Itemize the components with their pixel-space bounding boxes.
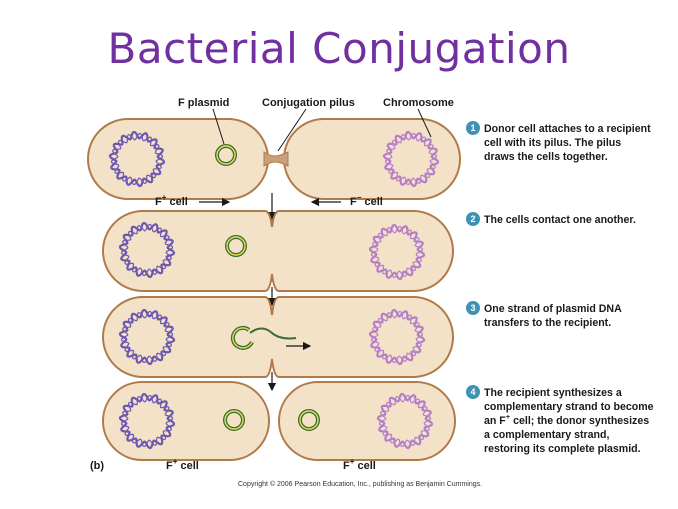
f-plasmid-donor-4 <box>223 409 245 431</box>
slide-title: Bacterial Conjugation <box>107 24 571 73</box>
svg-text:F− cell: F− cell <box>350 193 383 208</box>
f-plus-label-top: F+ cell <box>155 193 188 208</box>
f-plus-label-bottom: F+ cell <box>166 457 199 472</box>
step-1: 1 Donor cell attaches to a recipient cel… <box>466 121 651 163</box>
step-2-badge <box>466 212 480 226</box>
row-1-cells <box>87 118 461 200</box>
step-4: 4 The recipient synthesizes a complement… <box>466 385 654 455</box>
recipient-chromosome-3-strand <box>370 310 424 364</box>
f-plasmid-label: F plasmid <box>178 97 229 109</box>
step-4-line-5: restoring its complete plasmid. <box>484 443 641 455</box>
f-minus-label-top: F− cell <box>350 193 383 208</box>
donor-chromosome-1-strand <box>110 132 164 186</box>
recipient-chromosome-2-strand <box>370 225 424 279</box>
f-plasmid-2 <box>225 235 247 257</box>
step-4-line-1: The recipient synthesizes a <box>484 387 622 399</box>
step-2: 2 The cells contact one another. <box>466 212 636 226</box>
step-4-line-2: complementary strand to become <box>484 401 654 413</box>
step-3-line-2: transfers to the recipient. <box>484 317 611 329</box>
row-2-cells <box>102 210 454 292</box>
recipient-chromosome-1-strand <box>384 132 438 186</box>
step-4-line-4: a complementary strand, <box>484 429 609 441</box>
conjugation-pilus <box>263 151 289 167</box>
svg-text:F+ cell: F+ cell <box>343 457 376 472</box>
row-3-cells <box>102 296 454 378</box>
donor-chromosome-3 <box>118 308 176 366</box>
chromosome-label: Chromosome <box>383 97 454 109</box>
step-3: 3 One strand of plasmid DNA transfers to… <box>466 301 622 329</box>
step-1-badge <box>466 121 480 135</box>
step-1-number: 1 <box>470 123 475 133</box>
f-plus-label-bottom-right: F+ cell <box>343 457 376 472</box>
step-3-line-1: One strand of plasmid DNA <box>484 303 622 315</box>
step-2-line-1: The cells contact one another. <box>484 214 636 226</box>
donor-chromosome-1 <box>108 130 166 188</box>
step-4-number: 4 <box>470 387 475 397</box>
step-1-line-1: Donor cell attaches to a recipient <box>484 123 651 135</box>
step-3-badge <box>466 301 480 315</box>
recipient-chromosome-3 <box>368 308 426 366</box>
copyright-notice: Copyright © 2006 Pearson Education, Inc.… <box>238 480 482 488</box>
f-plasmid-recipient-4 <box>298 409 320 431</box>
donor-chromosome-2-strand <box>120 223 174 277</box>
panel-label: (b) <box>90 460 104 472</box>
donor-chromosome-4-strand <box>120 394 174 448</box>
pilus-leader <box>277 108 307 152</box>
step-1-line-3: draws the cells together. <box>484 151 608 163</box>
f-plasmid-1 <box>215 144 237 166</box>
cell-pair-2 <box>102 210 454 292</box>
transferring-strand <box>249 327 297 340</box>
pilus-label: Conjugation pilus <box>262 97 355 109</box>
step-1-line-2: cell with its pilus. The pilus <box>484 137 621 149</box>
recipient-chromosome-2 <box>368 223 426 281</box>
step-2-number: 2 <box>470 214 475 224</box>
step-4-line-3: an F+ cell; the donor synthesizes <box>484 412 649 427</box>
recipient-chromosome-4 <box>376 392 434 450</box>
recipient-chromosome-4-strand <box>378 394 432 448</box>
row-4-cells <box>102 381 456 461</box>
svg-text:F+ cell: F+ cell <box>166 457 199 472</box>
donor-chromosome-4 <box>118 392 176 450</box>
chromosome-leader <box>417 108 432 138</box>
svg-text:F+ cell: F+ cell <box>155 193 188 208</box>
recipient-chromosome-1 <box>382 130 440 188</box>
step-4-badge <box>466 385 480 399</box>
donor-chromosome-2 <box>118 221 176 279</box>
donor-chromosome-3-strand <box>120 310 174 364</box>
step-3-number: 3 <box>470 303 475 313</box>
f-plasmid-leader <box>212 108 225 145</box>
plasmid-open-3-inner <box>232 327 253 349</box>
